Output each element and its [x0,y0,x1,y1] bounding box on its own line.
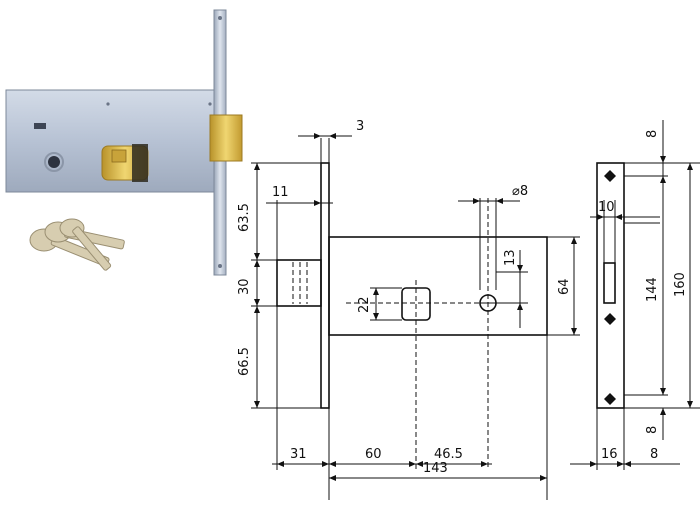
screw-hole-icon [604,313,616,325]
dimension-labels: 3 ⌀8 11 63.5 30 66.5 13 22 64 31 60 46.5… [237,119,688,476]
dim-plate-edge: 8 [650,447,658,462]
dim-bolt-distance: 46.5 [434,447,463,462]
side-view [570,120,700,470]
dimension-lines [251,133,580,500]
screw-hole-icon [604,170,616,182]
lock-photo [5,9,243,276]
screw-hole-icon [604,393,616,405]
case-outline [328,236,548,336]
dim-faceplate-offset: 11 [272,185,289,200]
dim-bolt-offset: 13 [503,249,518,266]
case-slot [34,123,46,129]
dim-hole-spacing: 144 [645,277,660,302]
plate-slot [603,262,616,304]
dim-key-hole-height: 22 [357,296,372,313]
dim-faceplate-thickness: 3 [356,119,364,134]
dim-backset-latch: 31 [290,447,307,462]
follower-hole [48,156,60,168]
dim-body-height: 64 [557,278,572,295]
dim-hole-diameter: ⌀8 [512,184,528,199]
dim-plate-inset: 10 [598,200,615,215]
latch-bolt [209,114,243,162]
front-view [276,162,548,470]
dim-center-distance: 60 [365,447,382,462]
plate-outline [596,162,625,409]
keys-icon [29,218,125,271]
screw-icon [218,264,222,268]
dim-top-offset: 63.5 [237,203,252,232]
dim-bottom-offset: 66.5 [237,347,252,376]
dim-plate-top-margin: 8 [645,130,660,138]
dim-latch-height: 30 [237,278,252,295]
dim-plate-bottom-margin: 8 [645,426,660,434]
dim-plate-height: 160 [673,272,688,297]
dim-case-depth: 143 [423,461,448,476]
latch-outline [276,259,322,307]
faceplate-outline [320,162,330,409]
dim-plate-width: 16 [601,447,618,462]
screw-icon [218,16,222,20]
